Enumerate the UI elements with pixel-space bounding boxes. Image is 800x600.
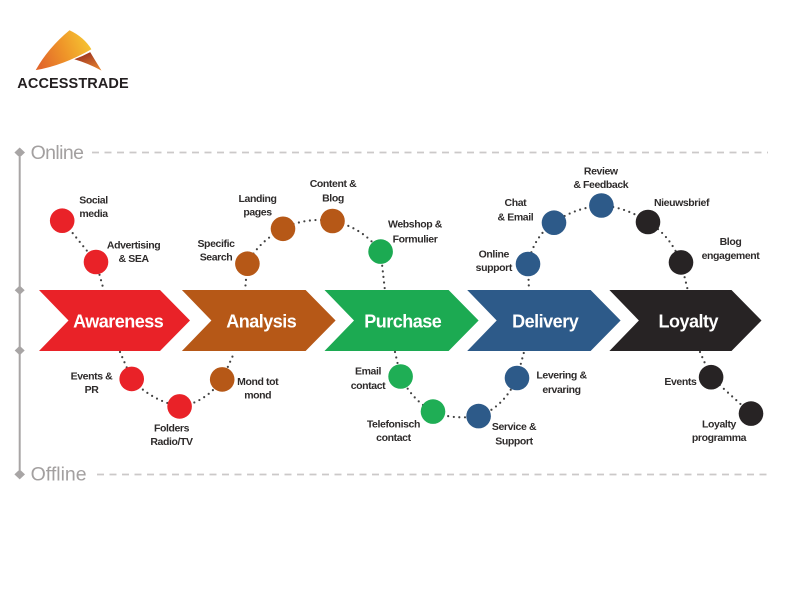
- svg-text:Events: Events: [664, 376, 697, 388]
- svg-text:Chat: Chat: [505, 197, 528, 209]
- svg-text:Events &: Events &: [71, 370, 114, 382]
- svg-text:Webshop &: Webshop &: [388, 219, 443, 231]
- svg-text:Advertising: Advertising: [107, 240, 160, 252]
- svg-text:ervaring: ervaring: [542, 384, 580, 396]
- svg-text:& Feedback: & Feedback: [573, 179, 628, 191]
- svg-text:contact: contact: [376, 432, 411, 444]
- svg-text:Loyalty: Loyalty: [702, 419, 737, 431]
- svg-text:ACCESSTRADE: ACCESSTRADE: [17, 76, 129, 92]
- svg-text:Landing: Landing: [238, 193, 276, 205]
- svg-text:media: media: [79, 208, 108, 220]
- svg-text:Specific: Specific: [197, 238, 235, 250]
- svg-text:Email: Email: [355, 365, 381, 377]
- svg-text:Offline: Offline: [31, 464, 87, 486]
- svg-text:Awareness: Awareness: [73, 312, 164, 332]
- svg-text:Loyalty: Loyalty: [659, 312, 719, 332]
- svg-text:Nieuwsbrief: Nieuwsbrief: [654, 197, 710, 209]
- svg-text:pages: pages: [243, 207, 272, 219]
- svg-text:support: support: [476, 262, 513, 274]
- svg-text:Folders: Folders: [154, 422, 190, 434]
- svg-text:Online: Online: [31, 142, 84, 164]
- svg-text:contact: contact: [351, 380, 386, 392]
- svg-text:& Email: & Email: [498, 212, 534, 224]
- svg-text:Analysis: Analysis: [226, 312, 297, 332]
- svg-text:Levering &: Levering &: [536, 370, 587, 382]
- svg-text:Formulier: Formulier: [393, 234, 438, 246]
- svg-text:Blog: Blog: [322, 192, 344, 204]
- svg-text:Content &: Content &: [310, 178, 357, 190]
- svg-text:Delivery: Delivery: [512, 312, 579, 332]
- svg-text:& SEA: & SEA: [119, 253, 150, 265]
- svg-text:PR: PR: [85, 384, 100, 396]
- svg-text:Mond tot: Mond tot: [237, 376, 279, 388]
- svg-text:Radio/TV: Radio/TV: [150, 436, 193, 448]
- svg-text:mond: mond: [244, 390, 271, 402]
- svg-text:Support: Support: [495, 436, 533, 448]
- svg-text:Search: Search: [200, 252, 233, 264]
- svg-text:Purchase: Purchase: [364, 312, 442, 332]
- svg-text:Online: Online: [479, 248, 510, 260]
- svg-text:Service &: Service &: [492, 421, 537, 433]
- svg-text:Review: Review: [584, 166, 619, 178]
- svg-text:engagement: engagement: [702, 250, 761, 262]
- svg-text:Telefonisch: Telefonisch: [367, 419, 420, 431]
- svg-text:Blog: Blog: [720, 236, 742, 248]
- svg-text:Social: Social: [79, 194, 108, 206]
- svg-text:programma: programma: [692, 432, 747, 444]
